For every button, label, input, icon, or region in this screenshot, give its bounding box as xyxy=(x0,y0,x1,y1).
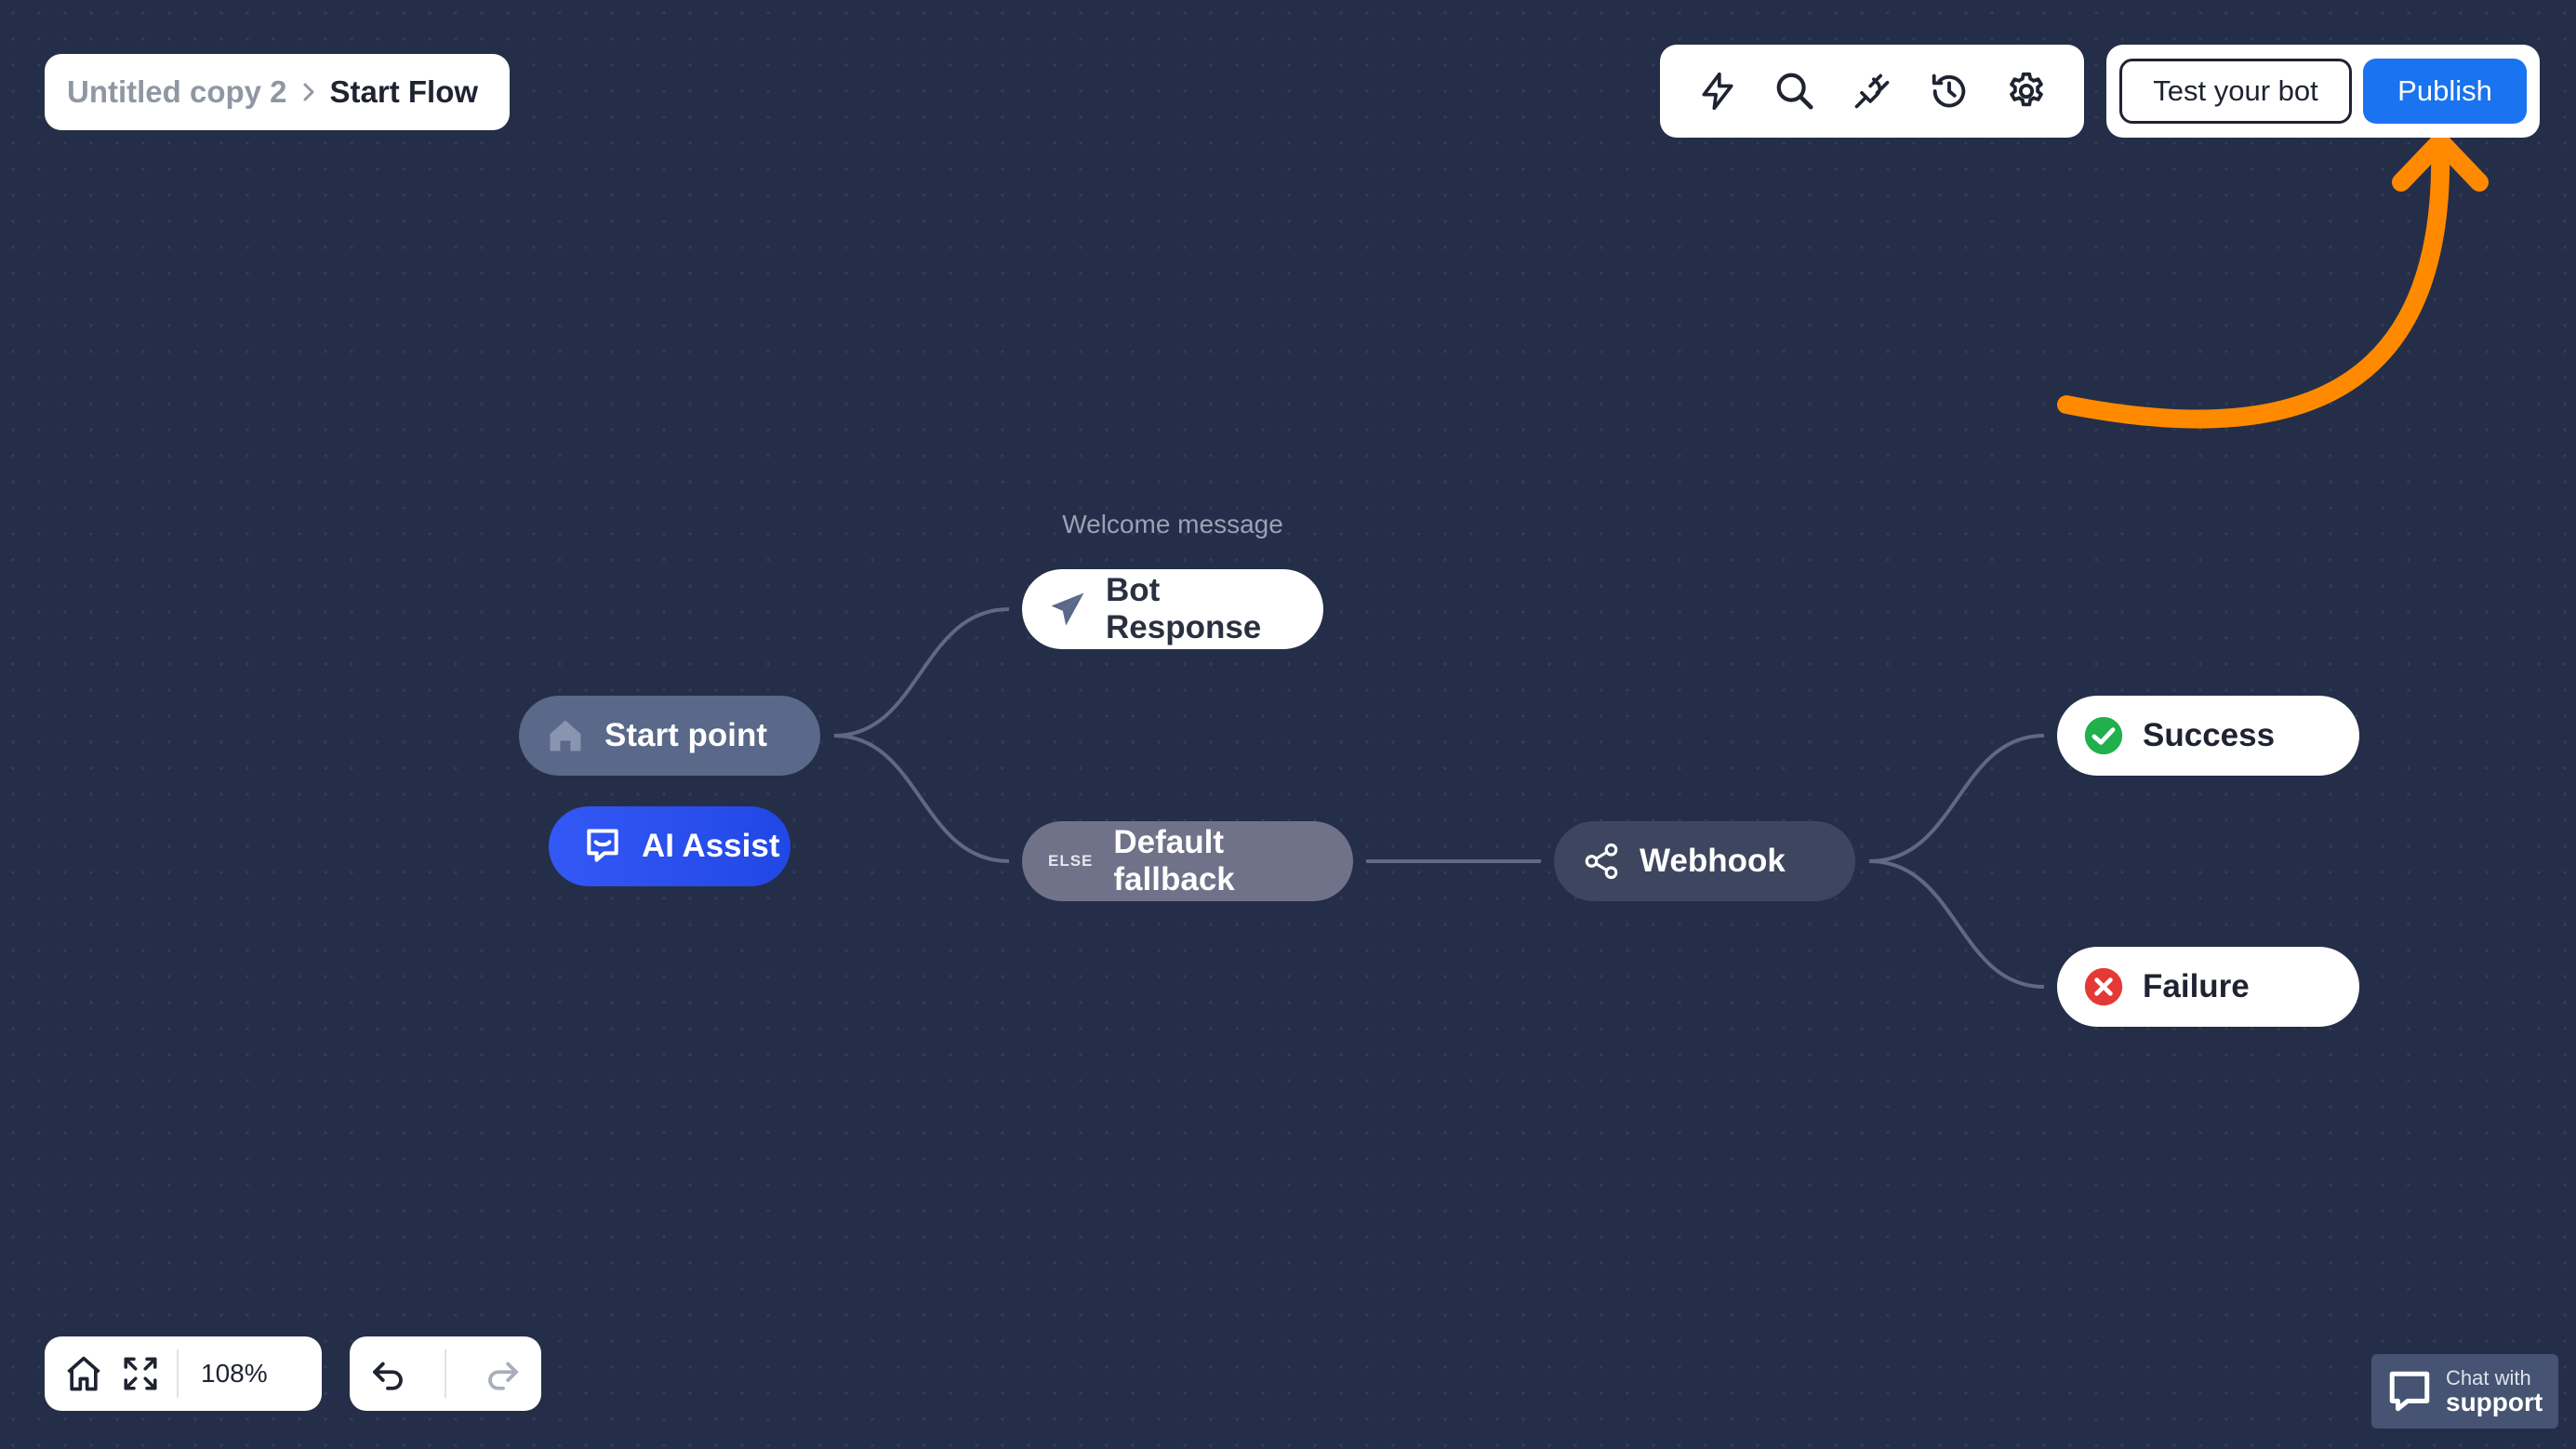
test-bot-button[interactable]: Test your bot xyxy=(2119,59,2352,124)
support-line-2: support xyxy=(2446,1387,2543,1416)
gear-icon[interactable] xyxy=(1993,58,2060,125)
connector-webhook-failure xyxy=(1868,859,2045,989)
history-icon[interactable] xyxy=(1916,58,1983,125)
webhook-node[interactable]: Webhook xyxy=(1554,821,1855,901)
default-fallback-label: Default fallback xyxy=(1113,824,1235,897)
home-icon[interactable] xyxy=(63,1353,104,1394)
support-line-1: Chat with xyxy=(2446,1365,2531,1389)
fit-screen-icon[interactable] xyxy=(121,1354,160,1393)
zoom-level[interactable]: 108% xyxy=(201,1359,268,1388)
else-tag: ELSE xyxy=(1048,852,1094,870)
failure-node[interactable]: Failure xyxy=(2057,947,2359,1027)
editor-toolbar xyxy=(1660,45,2084,138)
webhook-label: Webhook xyxy=(1640,843,1786,879)
publish-button[interactable]: Publish xyxy=(2363,59,2527,124)
ai-assist-button[interactable]: AI Assist xyxy=(549,806,790,886)
failure-label: Failure xyxy=(2143,968,2250,1004)
annotation-arrow xyxy=(2057,132,2489,429)
bot-response-label: Bot Response xyxy=(1106,572,1262,645)
ai-assist-label: AI Assist xyxy=(642,828,780,864)
bot-response-node[interactable]: Bot Response xyxy=(1022,569,1323,649)
history-controls xyxy=(350,1336,541,1411)
search-icon[interactable] xyxy=(1761,58,1828,125)
chat-bubble-icon xyxy=(2386,1368,2433,1415)
start-point-label: Start point xyxy=(604,717,767,753)
divider xyxy=(177,1349,179,1398)
share-icon xyxy=(1582,842,1621,881)
check-circle-icon xyxy=(2083,715,2124,756)
chat-support-button[interactable]: Chat with support xyxy=(2371,1354,2558,1429)
start-point-node[interactable]: Start point xyxy=(519,696,820,776)
connector-start-fallback xyxy=(833,734,1010,863)
lightning-icon[interactable] xyxy=(1684,58,1751,125)
connector-webhook-success xyxy=(1868,734,2045,863)
welcome-message-caption: Welcome message xyxy=(1062,510,1283,538)
x-circle-icon xyxy=(2083,966,2124,1007)
divider xyxy=(445,1349,446,1398)
home-icon xyxy=(545,715,586,756)
redo-icon[interactable] xyxy=(484,1354,523,1393)
publish-actions: Test your bot Publish xyxy=(2106,45,2540,138)
undo-icon[interactable] xyxy=(368,1354,407,1393)
breadcrumb-current: Start Flow xyxy=(329,74,479,109)
success-node[interactable]: Success xyxy=(2057,696,2359,776)
connector-start-bot xyxy=(833,607,1010,738)
paper-plane-icon xyxy=(1048,590,1087,629)
chevron-right-icon xyxy=(300,81,317,103)
breadcrumb: Untitled copy 2 Start Flow xyxy=(45,54,510,130)
zoom-controls: 108% xyxy=(45,1336,322,1411)
plug-icon[interactable] xyxy=(1839,58,1905,125)
default-fallback-node[interactable]: ELSE Default fallback xyxy=(1022,821,1353,901)
success-label: Success xyxy=(2143,717,2276,753)
breadcrumb-parent[interactable]: Untitled copy 2 xyxy=(67,74,287,109)
chat-bot-icon xyxy=(582,826,623,867)
